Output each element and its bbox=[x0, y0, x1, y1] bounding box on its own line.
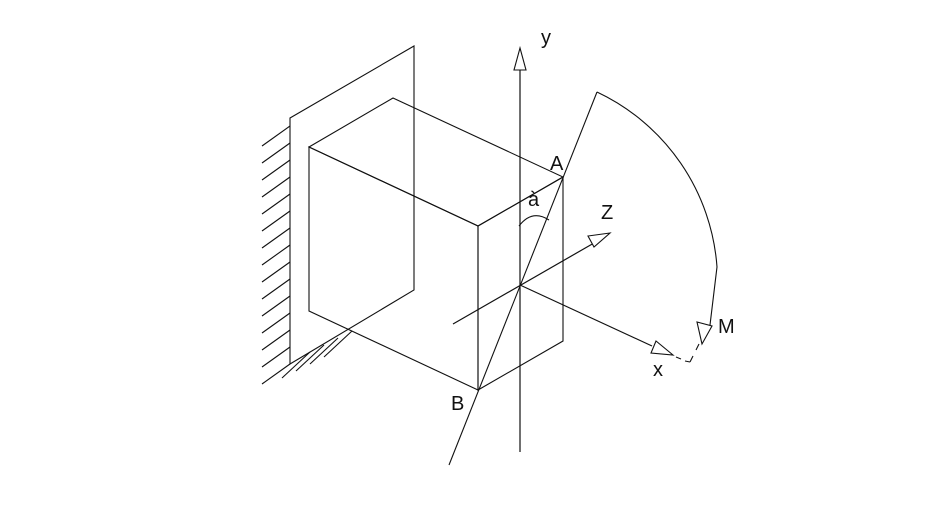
y-axis-label: y bbox=[541, 27, 551, 49]
wall-hatching bbox=[261, 125, 353, 385]
z-axis-arrowhead bbox=[587, 232, 612, 248]
z-axis bbox=[452, 232, 612, 325]
point-a-label: A bbox=[550, 153, 564, 175]
wall-plate bbox=[289, 45, 415, 365]
box-side-face bbox=[477, 176, 564, 391]
box bbox=[307, 97, 565, 391]
box-top-face bbox=[307, 97, 565, 227]
moment-dashed-tail bbox=[689, 343, 700, 363]
z-axis-label: Z bbox=[601, 202, 613, 224]
angle-label: à bbox=[528, 189, 540, 211]
x-axis bbox=[519, 284, 691, 363]
x-axis-label: x bbox=[653, 359, 663, 381]
moment-arrowhead bbox=[696, 321, 713, 346]
wall-support bbox=[261, 45, 415, 385]
box-front-face bbox=[308, 146, 479, 391]
x-axis-dashed-extension bbox=[675, 356, 691, 363]
angle-arc bbox=[518, 215, 550, 227]
x-axis-arrowhead bbox=[650, 340, 675, 356]
y-axis bbox=[513, 45, 527, 452]
point-b-label: B bbox=[451, 393, 464, 415]
moment-label: M bbox=[718, 316, 735, 338]
diagonal-ab-line bbox=[448, 91, 598, 466]
moment-arc bbox=[596, 91, 718, 363]
y-axis-arrowhead bbox=[513, 45, 527, 71]
